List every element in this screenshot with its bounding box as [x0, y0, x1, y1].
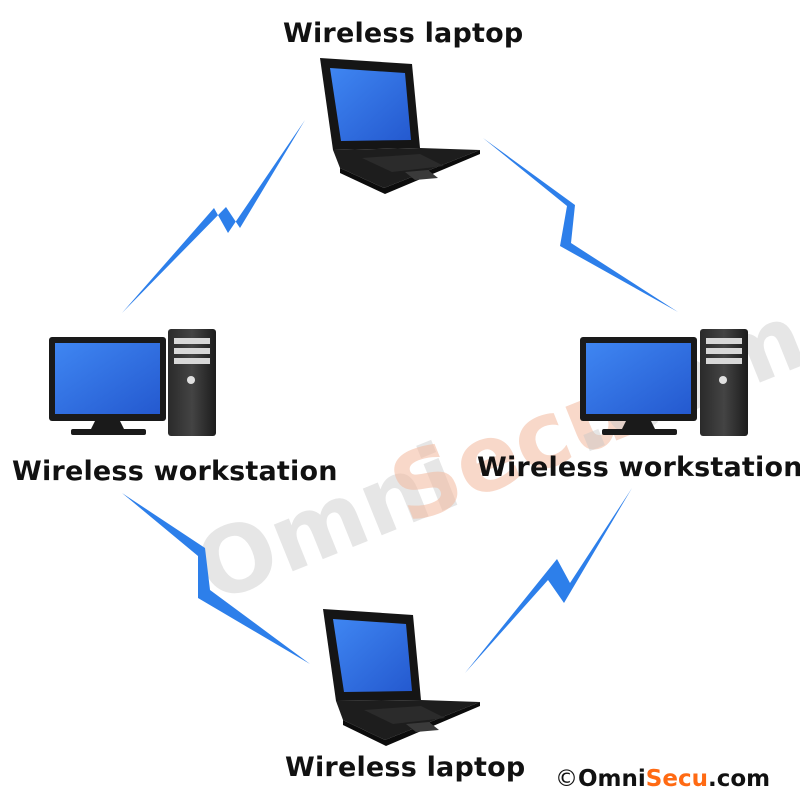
label-right-workstation: Wireless workstation	[477, 452, 800, 483]
brand-secu: Secu	[645, 766, 708, 792]
wireless-link-bottom-right	[465, 488, 632, 673]
label-left-workstation: Wireless workstation	[12, 456, 338, 487]
laptop-icon	[320, 58, 480, 194]
lightning-bolt-icon	[122, 120, 305, 313]
lightning-bolt-icon	[465, 488, 632, 673]
label-top-laptop: Wireless laptop	[283, 18, 524, 49]
laptop-top	[320, 58, 480, 194]
workstation-left	[49, 329, 216, 436]
laptop-bottom	[323, 609, 480, 746]
brand-com: .com	[707, 766, 771, 792]
wireless-link-top-right	[483, 138, 678, 312]
brand-omni: Omni	[578, 766, 646, 792]
wireless-link-left-top	[122, 120, 305, 313]
lightning-bolt-icon	[483, 138, 678, 312]
label-bottom-laptop: Wireless laptop	[285, 752, 526, 783]
workstation-right	[580, 329, 748, 436]
desktop-computer-icon	[580, 329, 748, 436]
copyright-symbol: ©	[555, 766, 578, 792]
desktop-computer-icon	[49, 329, 216, 436]
copyright-brand: ©OmniSecu.com	[555, 766, 770, 792]
laptop-icon	[323, 609, 480, 746]
